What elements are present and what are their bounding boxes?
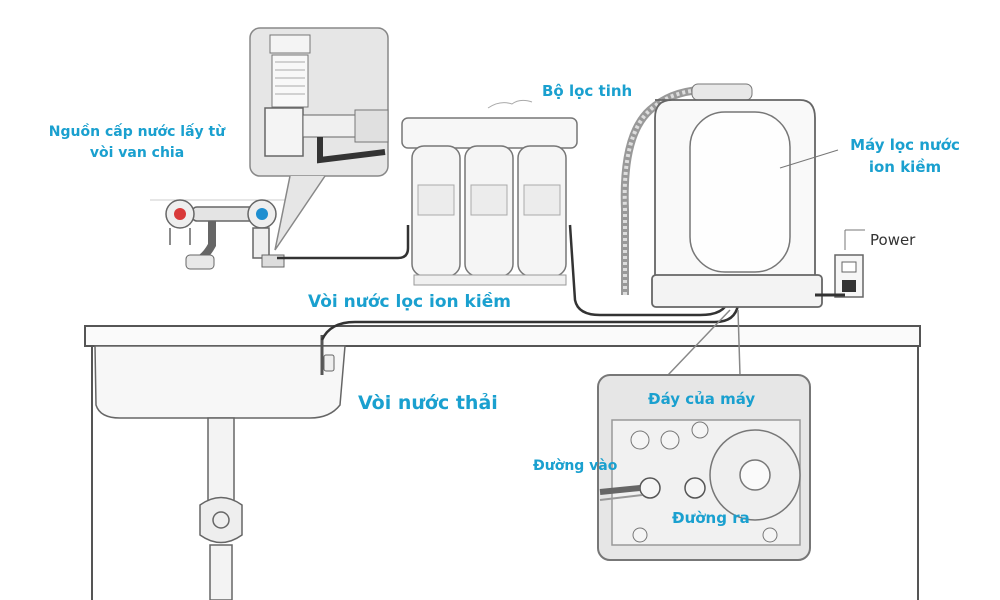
diverter-valve [150, 199, 300, 270]
supply-pipe [277, 225, 410, 260]
water-source-label-line1: Nguồn cấp nước lấy từ [48, 124, 226, 140]
outlet-label: Đường ra [672, 509, 750, 527]
alkaline-faucet-label: Vòi nước lọc ion kiềm [308, 292, 511, 312]
bottom-callout [667, 309, 741, 376]
machine-label-line1: Máy lọc nước [850, 136, 960, 154]
filter-unit [401, 99, 578, 286]
sink-basin [94, 345, 346, 600]
machine-bottom-label: Đáy của máy [648, 390, 756, 408]
drain-pipe [320, 304, 740, 341]
countertop [84, 325, 921, 600]
waste-faucet-label: Vòi nước thải [358, 392, 498, 414]
waste-water-faucet [320, 335, 335, 375]
ionizer-machine [651, 99, 839, 308]
water-source-label: Nguồn cấp nước lấy từ vòi van chia [32, 122, 242, 164]
water-source-label-line2: vòi van chia [89, 145, 185, 161]
inlet-label: Đường vào [533, 458, 618, 474]
machine-label-line2: ion kiềm [868, 158, 942, 176]
power-socket [815, 229, 865, 298]
power-label: Power [870, 231, 916, 249]
alkaline-faucet-spout [620, 83, 753, 295]
fine-filter-label: Bộ lọc tinh [542, 82, 633, 100]
machine-bottom-inset [597, 374, 811, 561]
valve-detail-inset [249, 27, 389, 251]
machine-label: Máy lọc nước ion kiềm [835, 134, 975, 178]
filtered-pipe [568, 224, 730, 317]
